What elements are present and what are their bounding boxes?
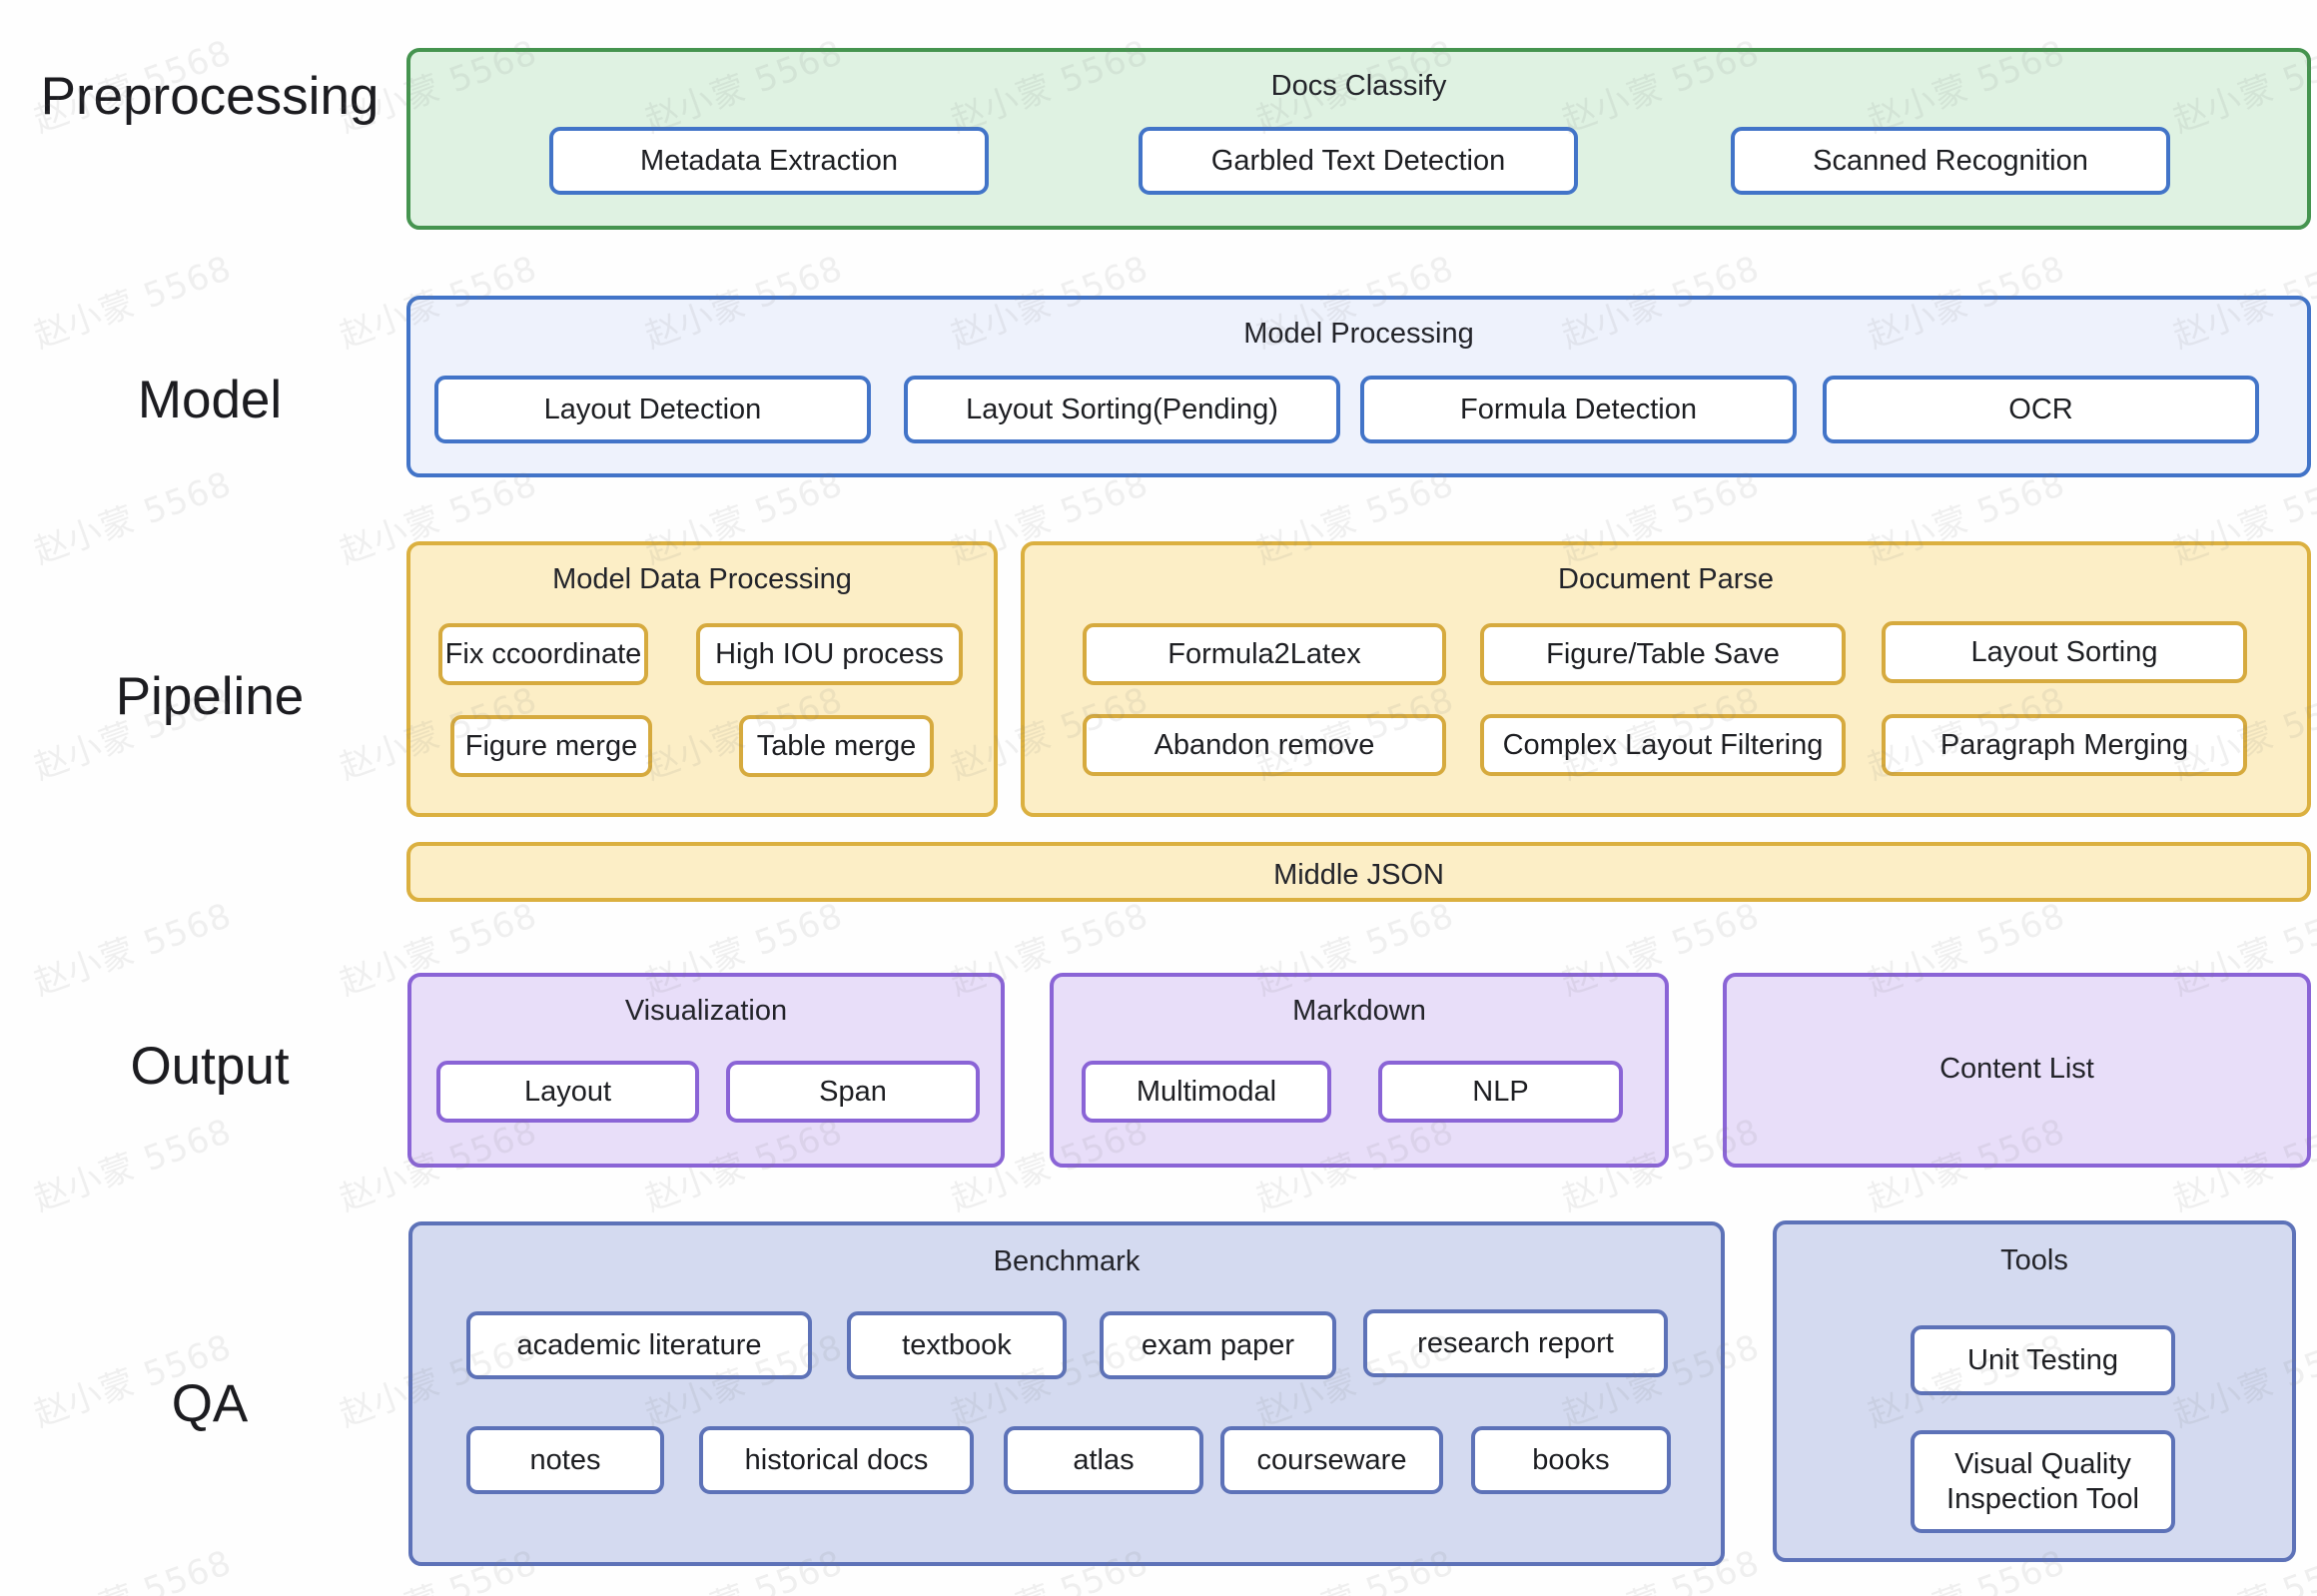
chip-layout-sorting[interactable]: Layout Sorting [1882,621,2247,683]
chip-notes[interactable]: notes [466,1426,664,1494]
chip-historical-docs[interactable]: historical docs [699,1426,974,1494]
chip-research-report[interactable]: research report [1363,1309,1668,1377]
chip-layout-detection[interactable]: Layout Detection [434,376,871,443]
row-label-preprocessing: Preprocessing [40,67,380,126]
chip-paragraph-merging[interactable]: Paragraph Merging [1882,714,2247,776]
group-title-model-processing: Model Processing [1243,318,1474,350]
chip-span[interactable]: Span [726,1061,980,1123]
group-content-list[interactable]: Content List [1723,973,2311,1168]
row-label-pipeline: Pipeline [115,667,305,726]
chip-metadata-extraction[interactable]: Metadata Extraction [549,127,989,195]
group-title-document-parse: Document Parse [1558,563,1774,595]
chip-multimodal[interactable]: Multimodal [1082,1061,1331,1123]
group-title-content-list: Content List [1939,1053,2094,1085]
chip-figure-table-save[interactable]: Figure/Table Save [1480,623,1846,685]
chip-atlas[interactable]: atlas [1004,1426,1203,1494]
group-title-visualization: Visualization [624,995,788,1027]
chip-academic-literature[interactable]: academic literature [466,1311,812,1379]
group-middle-json: Middle JSON [406,842,2311,902]
group-title-markdown: Markdown [1292,995,1426,1027]
chip-textbook[interactable]: textbook [847,1311,1067,1379]
group-title-model-data-processing: Model Data Processing [552,563,852,595]
chip-garbled-text-detection[interactable]: Garbled Text Detection [1139,127,1578,195]
chip-scanned-recognition[interactable]: Scanned Recognition [1731,127,2170,195]
chip-table-merge[interactable]: Table merge [739,715,934,777]
chip-ocr[interactable]: OCR [1823,376,2259,443]
chip-abandon-remove[interactable]: Abandon remove [1083,714,1446,776]
chip-layout[interactable]: Layout [436,1061,699,1123]
chip-courseware[interactable]: courseware [1220,1426,1443,1494]
chip-formula2latex[interactable]: Formula2Latex [1083,623,1446,685]
group-title-docs-classify: Docs Classify [1270,70,1447,102]
row-label-model: Model [137,371,283,429]
chip-books[interactable]: books [1471,1426,1671,1494]
group-benchmark: Benchmark [408,1221,1725,1566]
group-title-middle-json: Middle JSON [1273,859,1444,891]
row-label-qa: QA [171,1374,249,1433]
chip-figure-merge[interactable]: Figure merge [450,715,652,777]
group-title-tools: Tools [2000,1244,2068,1276]
chip-layout-sorting-pending[interactable]: Layout Sorting(Pending) [904,376,1340,443]
group-title-benchmark: Benchmark [993,1245,1141,1277]
chip-visual-quality-inspection-tool[interactable]: Visual Quality Inspection Tool [1911,1430,2175,1533]
chip-high-iou-process[interactable]: High IOU process [696,623,963,685]
chip-unit-testing[interactable]: Unit Testing [1911,1325,2175,1395]
chip-formula-detection[interactable]: Formula Detection [1360,376,1797,443]
row-label-output: Output [130,1037,290,1096]
chip-complex-layout-filtering[interactable]: Complex Layout Filtering [1480,714,1846,776]
chip-fix-ccoordinate[interactable]: Fix ccoordinate [438,623,648,685]
chip-exam-paper[interactable]: exam paper [1100,1311,1336,1379]
chip-nlp[interactable]: NLP [1378,1061,1623,1123]
